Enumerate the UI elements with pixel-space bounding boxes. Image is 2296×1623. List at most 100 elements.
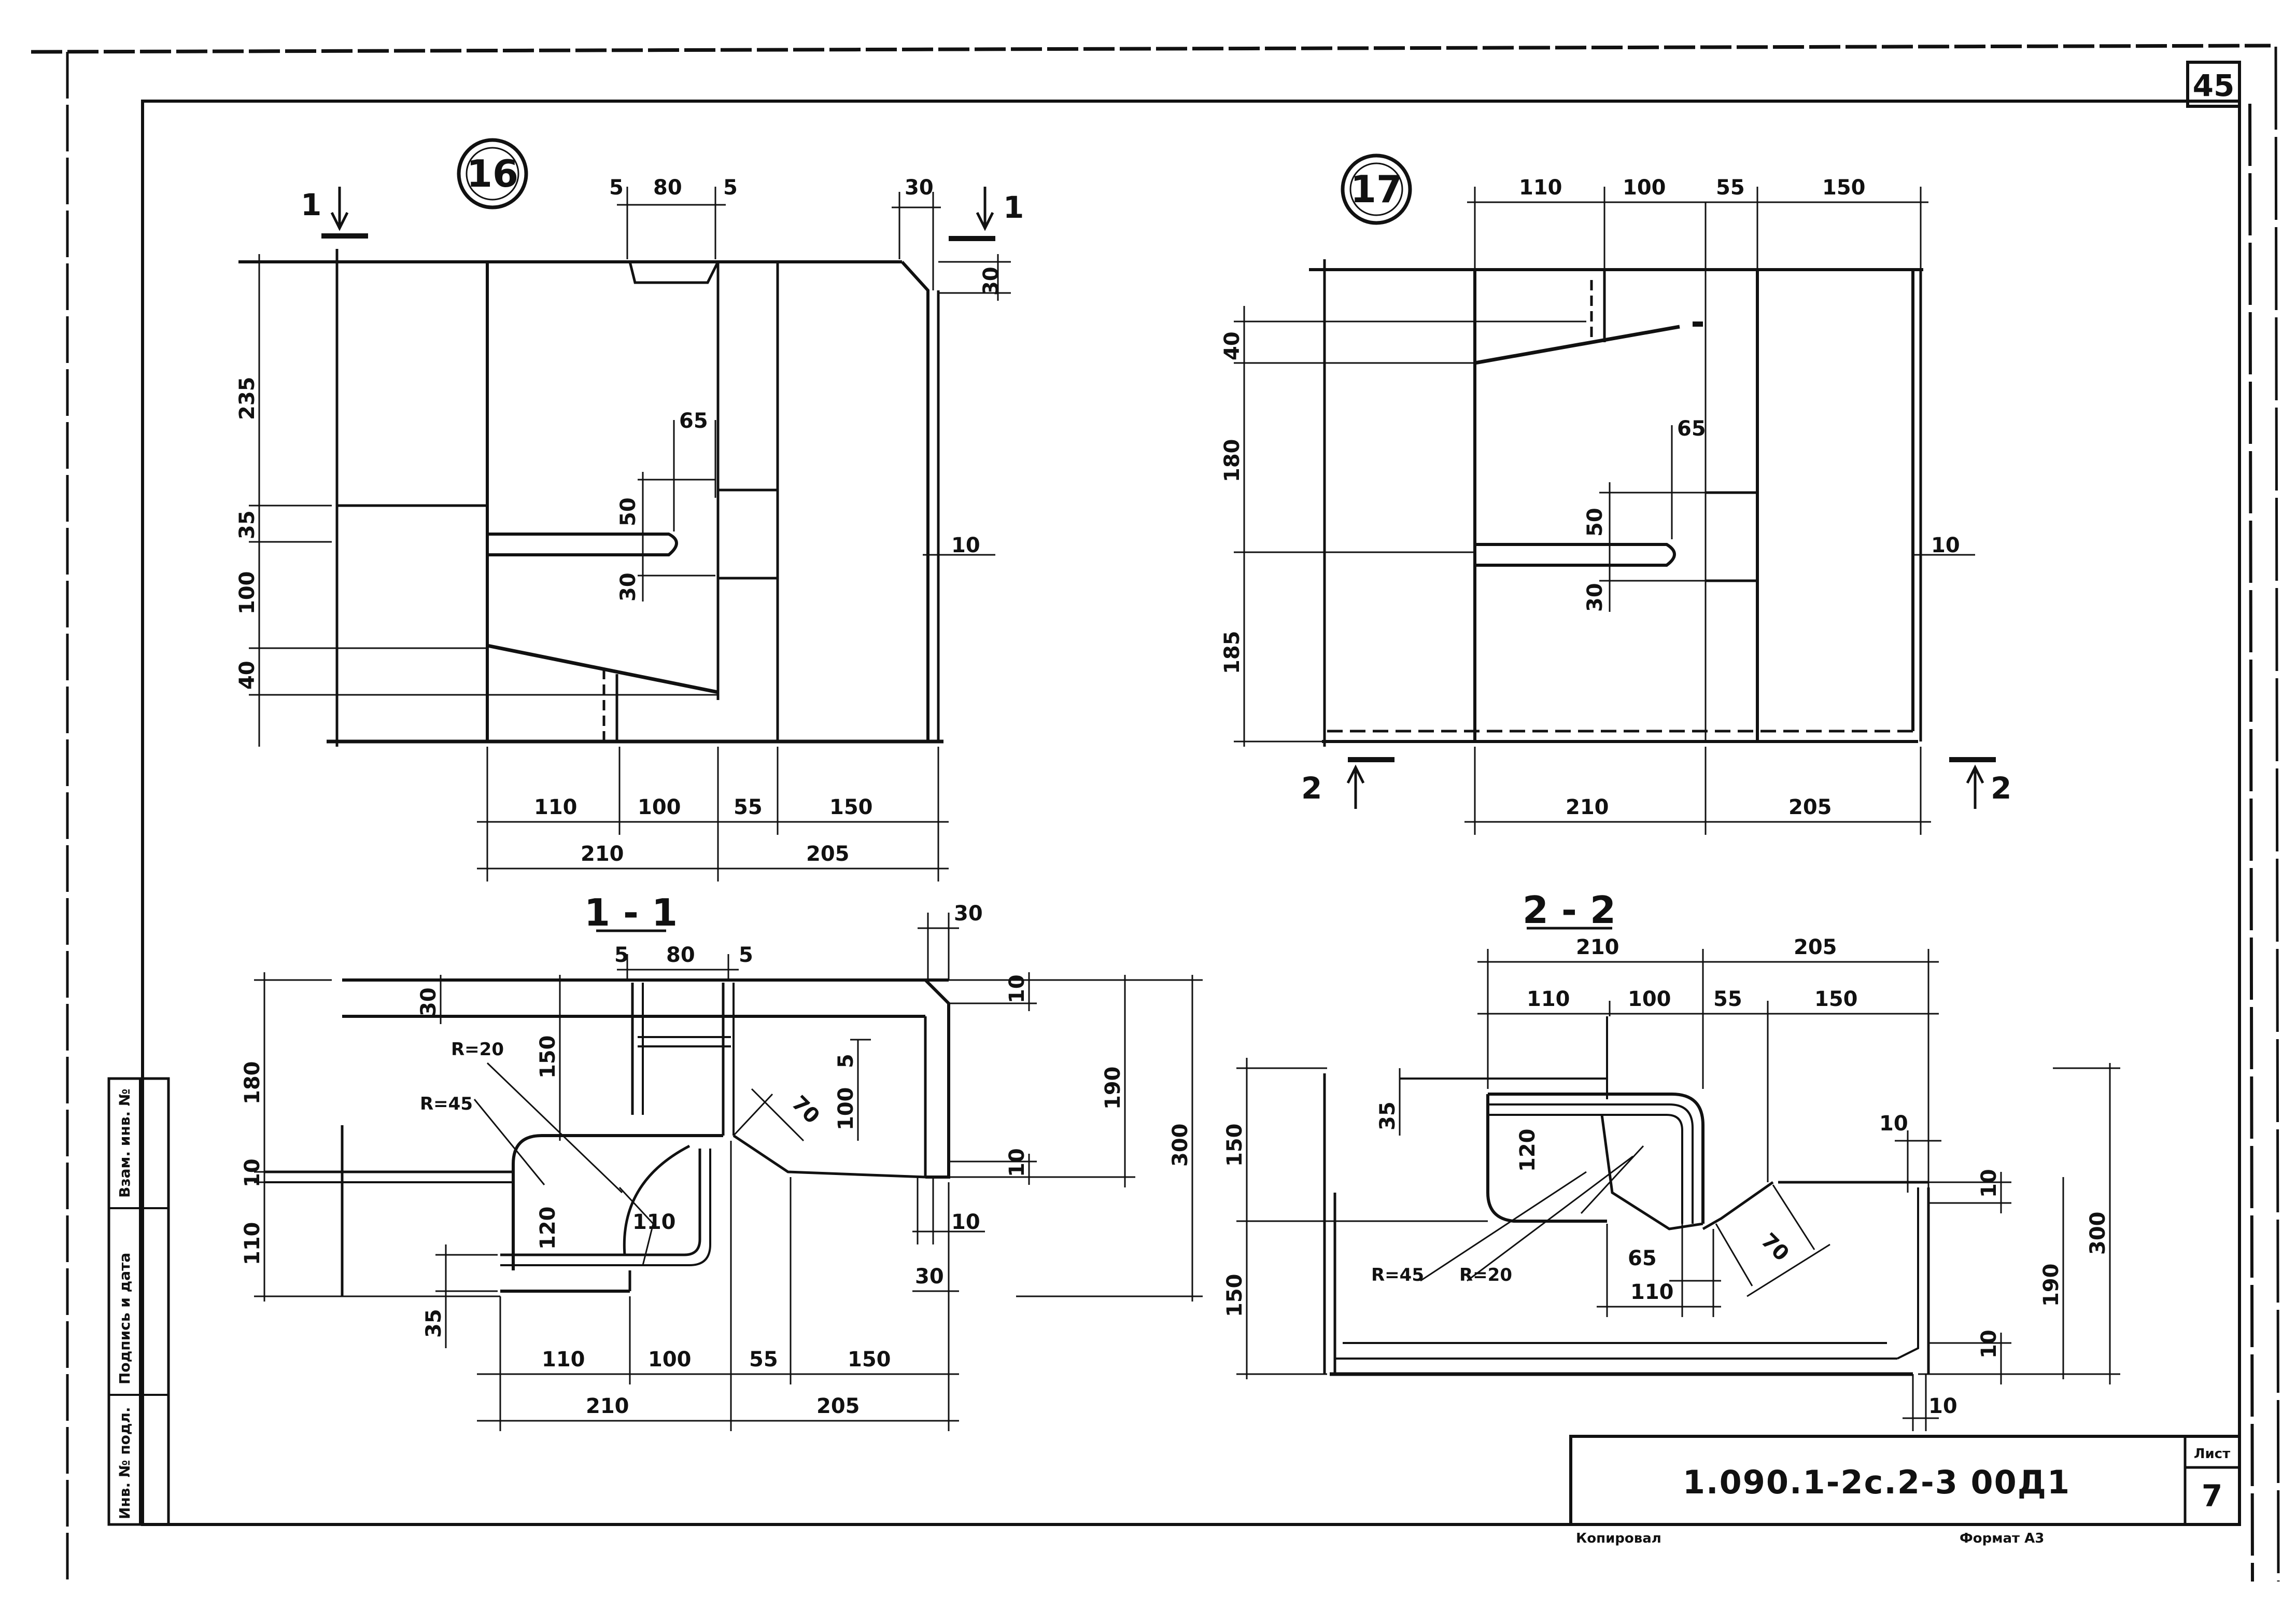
dim-s22-left-150b: 150: [1223, 1274, 1247, 1318]
radius-s22-r20: R=20: [1459, 1265, 1512, 1285]
detail-17-marker: 17: [1350, 167, 1402, 211]
dim-d16-bottom-55: 55: [734, 795, 763, 819]
dim-d17-bottom-205: 205: [1788, 795, 1832, 819]
dim-s11-120: 120: [536, 1207, 560, 1250]
dim-d17-inner-50: 50: [1583, 508, 1607, 537]
dim-d16-bottom-150: 150: [829, 795, 873, 819]
dim-d16-top-5a: 5: [609, 176, 624, 200]
dim-d16-inner-30: 30: [616, 572, 640, 601]
dim-d16-right-30: 30: [979, 267, 1003, 296]
dim-d17-bottom-210: 210: [1566, 795, 1609, 819]
section-2-2: [1236, 927, 2120, 1431]
inv-replacement-label: Взам. инв. №: [116, 1088, 133, 1198]
dim-d17-left-180: 180: [1220, 439, 1244, 483]
detail-17-labels: 17 2 2 110 100 55 150 40 180 185 65 50 3…: [1220, 167, 2011, 819]
signature-date-label: Подпись и дата: [116, 1253, 133, 1384]
detail-16-labels: 16 1 1 5 80 5 30 30 10 235 35 100 40 65 …: [235, 152, 1024, 866]
sheet-frame: [31, 44, 2280, 1582]
cut-1-right-label: 1: [1003, 190, 1024, 225]
dim-s11-bottom-150: 150: [848, 1348, 891, 1372]
dim-s11-10-low: 10: [951, 1210, 980, 1234]
dim-s11-top-5a: 5: [614, 943, 629, 967]
dim-s22-top-150: 150: [1814, 987, 1858, 1011]
dim-d16-top-5b: 5: [723, 176, 738, 200]
dim-s11-left-180: 180: [241, 1061, 264, 1105]
dim-s11-110: 110: [632, 1210, 676, 1234]
inv-original-label: Инв. № подл.: [116, 1407, 133, 1519]
dim-s11-top-30: 30: [954, 902, 983, 926]
detail-16-marker: 16: [467, 152, 518, 195]
dim-s11-bottom-100: 100: [648, 1348, 692, 1372]
detail-17: [1234, 153, 1996, 835]
dim-d16-left-235: 235: [235, 377, 259, 421]
dim-s11-10-top: 10: [1005, 974, 1029, 1003]
dim-s22-10-top: 10: [1879, 1112, 1908, 1136]
dim-s22-top-55: 55: [1713, 987, 1742, 1011]
dim-d17-left-40: 40: [1220, 331, 1244, 360]
dim-d17-right-10: 10: [1931, 534, 1960, 557]
sheet-number: 7: [2202, 1478, 2222, 1514]
sheet-label: Лист: [2194, 1446, 2230, 1462]
section-1-1-title: 1 - 1: [584, 891, 678, 934]
detail-16: [238, 138, 1011, 882]
section-1-1-labels: 1 - 1 5 80 5 30 180 10 110 30 150 35 120…: [241, 891, 1192, 1418]
page-number: 45: [2193, 68, 2235, 103]
radius-s22-r45: R=45: [1371, 1265, 1424, 1285]
dim-s22-110: 110: [1630, 1280, 1674, 1304]
dim-d16-top-30: 30: [905, 176, 934, 200]
dim-d16-bottom-110: 110: [534, 795, 577, 819]
dim-s22-65: 65: [1628, 1247, 1657, 1270]
document-code: 1.090.1-2с.2-3 00Д1: [1683, 1463, 2070, 1501]
dim-d17-top-110: 110: [1519, 176, 1562, 200]
dim-s22-top-100: 100: [1628, 987, 1671, 1011]
dim-s22-70: 70: [1756, 1229, 1794, 1266]
title-block: 1.090.1-2с.2-3 00Д1 Лист 7 Копировал Фор…: [1569, 1435, 2241, 1546]
dim-s22-300: 300: [2086, 1212, 2110, 1255]
dim-d17-inner-65: 65: [1677, 417, 1706, 441]
dim-d16-inner-50: 50: [616, 497, 640, 526]
dim-s22-10-bottom: 10: [1928, 1394, 1957, 1418]
dim-s11-left-110: 110: [241, 1222, 264, 1266]
dim-s22-top-210: 210: [1576, 935, 1619, 959]
dim-s22-10-right: 10: [1977, 1169, 2001, 1198]
dim-d16-bottom-210: 210: [581, 842, 624, 866]
dim-s11-100: 100: [834, 1087, 858, 1131]
copied-label: Копировал: [1576, 1531, 1661, 1546]
dim-d17-top-55: 55: [1716, 176, 1745, 200]
dim-s11-190: 190: [1101, 1067, 1125, 1110]
dim-d17-inner-30: 30: [1583, 583, 1607, 612]
dim-s11-70: 70: [787, 1092, 824, 1129]
side-stamp: Инв. № подл. Подпись и дата Взам. инв. №: [107, 1077, 170, 1526]
dim-d17-top-100: 100: [1623, 176, 1666, 200]
dim-s11-bottom-55: 55: [749, 1348, 778, 1372]
dim-s22-left-150a: 150: [1223, 1124, 1247, 1167]
section-2-2-title: 2 - 2: [1523, 888, 1616, 932]
dim-s11-30-low: 30: [915, 1265, 944, 1289]
radius-s11-r20: R=20: [451, 1039, 504, 1060]
dim-s11-300: 300: [1168, 1124, 1192, 1167]
format-label: Формат А3: [1960, 1531, 2044, 1546]
dim-s22-120: 120: [1516, 1129, 1540, 1172]
dim-s11-30: 30: [417, 987, 441, 1016]
dim-s11-10-mid: 10: [1005, 1148, 1029, 1177]
dim-d16-right-10: 10: [951, 534, 980, 557]
dim-d16-inner-65: 65: [679, 409, 708, 433]
dim-s11-bottom-205: 205: [816, 1394, 860, 1418]
dim-d17-top-150: 150: [1822, 176, 1866, 200]
dim-d16-bottom-205: 205: [806, 842, 850, 866]
dim-s11-35: 35: [422, 1309, 446, 1338]
dim-s11-5: 5: [834, 1054, 858, 1068]
cut-2-right-label: 2: [1991, 771, 2011, 806]
page-number-box: 45: [2186, 61, 2241, 108]
dim-s22-10-low: 10: [1977, 1330, 2001, 1359]
dim-s11-bottom-210: 210: [586, 1394, 629, 1418]
dim-s11-bottom-110: 110: [542, 1348, 585, 1372]
dim-s11-left-10: 10: [241, 1158, 264, 1187]
dim-s11-top-80: 80: [666, 943, 695, 967]
dim-s22-top-110: 110: [1527, 987, 1570, 1011]
dim-s22-35: 35: [1376, 1101, 1400, 1130]
dim-d16-left-40: 40: [235, 661, 259, 690]
dim-s11-150: 150: [536, 1036, 560, 1079]
dim-s11-top-5b: 5: [739, 943, 753, 967]
